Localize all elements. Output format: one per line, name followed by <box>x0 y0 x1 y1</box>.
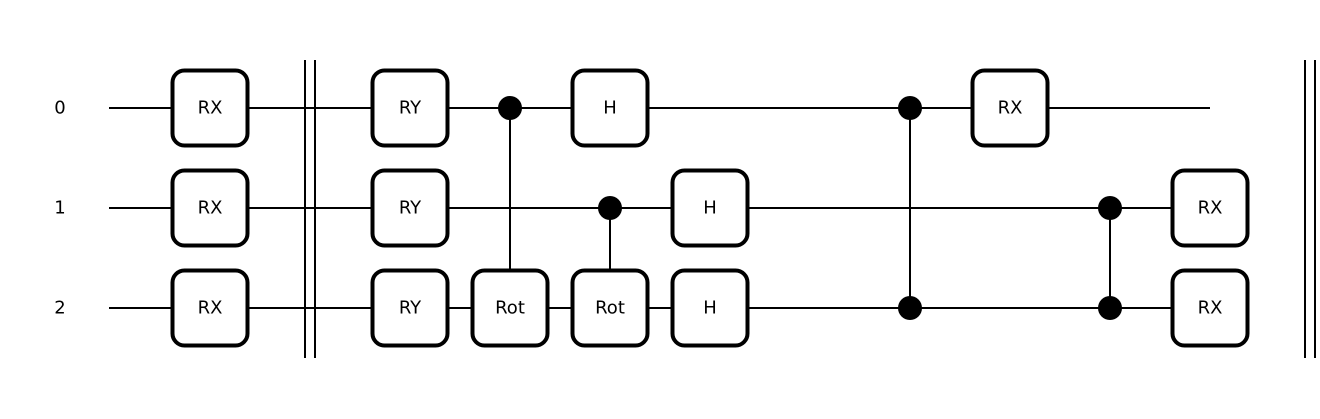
gate-box <box>1170 268 1250 348</box>
gate-box <box>570 268 650 348</box>
gate-box <box>370 268 450 348</box>
gate-label: Rot <box>595 298 625 319</box>
gate-label: Rot <box>495 298 525 319</box>
wire-label: 2 <box>54 298 65 319</box>
gate-label: RY <box>399 98 422 119</box>
gate-label: H <box>703 298 717 319</box>
gate-box <box>1170 168 1250 248</box>
gate-box <box>570 68 650 148</box>
gate-box <box>170 268 250 348</box>
gate-box <box>370 68 450 148</box>
control-dot <box>598 196 622 220</box>
gate-label: H <box>703 198 717 219</box>
gate-label: RX <box>198 298 223 319</box>
control-dot <box>1098 296 1122 320</box>
control-dot <box>898 296 922 320</box>
gate-box <box>370 168 450 248</box>
gate-box <box>170 168 250 248</box>
gate-label: RX <box>198 198 223 219</box>
control-dot <box>498 96 522 120</box>
gate-box <box>970 68 1050 148</box>
gate-label: RX <box>198 98 223 119</box>
gate-box <box>670 268 750 348</box>
gate-box <box>670 168 750 248</box>
gate-box <box>470 268 550 348</box>
gate-label: RY <box>399 198 422 219</box>
control-dot <box>1098 196 1122 220</box>
gate-label: H <box>603 98 617 119</box>
gate-label: RY <box>399 298 422 319</box>
control-dot <box>898 96 922 120</box>
gate-box <box>170 68 250 148</box>
wire-label: 1 <box>54 198 65 219</box>
gate-label: RX <box>998 98 1023 119</box>
gate-label: RX <box>1198 298 1223 319</box>
wire-label: 0 <box>54 98 65 119</box>
gate-label: RX <box>1198 198 1223 219</box>
